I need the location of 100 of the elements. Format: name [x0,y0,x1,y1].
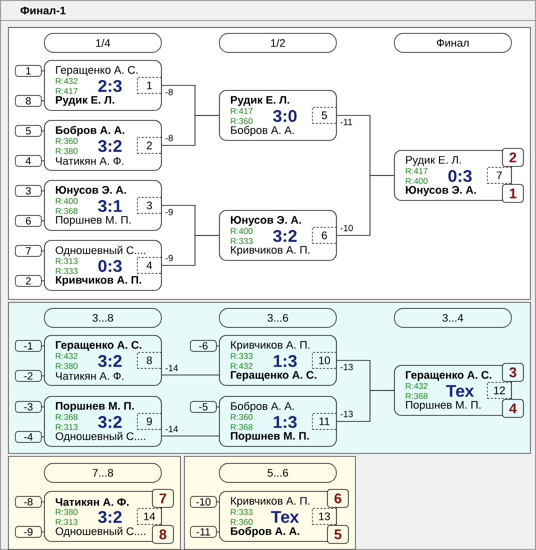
connector-line [41,130,44,132]
connector-line [216,531,220,532]
place-box: 1 [502,184,524,203]
player-name: Поршнев М. П. [406,401,480,411]
connector-line [41,190,44,192]
rating: R:432 [56,353,78,359]
score: 3:2 [98,510,122,524]
rating: R:313 [56,519,78,525]
score: 0:3 [448,170,472,182]
player-name: Поршнев М. П. [56,216,130,226]
match-number-box: 9 [137,413,162,430]
score: Тех [271,511,299,523]
seed-box: -8 [15,496,42,508]
place-box: 4 [502,399,524,418]
player-name: Кривчиков А. П. [231,497,310,507]
seed-box: -5 [190,401,217,413]
place-box: 2 [502,148,524,167]
rating: R:360 [230,118,253,124]
connector-line [216,406,220,408]
match-number-box: 14 [137,508,162,525]
title: Финал-1 [20,6,66,14]
match-number-box: 7 [486,167,512,184]
connector-line [41,375,44,376]
loser-slot-label: -8 [166,134,173,142]
round-header: Финал [394,33,512,53]
score: 3:2 [98,416,122,428]
seed-box: -11 [190,526,217,538]
score: 3:1 [98,200,122,212]
rating: R:313 [56,424,78,430]
connector-line [41,100,44,102]
connector-line [41,160,44,162]
rating: R:417 [230,108,252,114]
rating: R:333 [230,509,252,515]
rating: R:360 [56,138,78,144]
place-box: 3 [502,363,524,382]
seed-box: -3 [15,401,42,413]
score: 1:3 [274,416,297,428]
connector-line [41,250,44,252]
player-name: Геращенко А. С. [230,371,316,381]
connector-line [41,436,44,438]
place-box: 8 [152,525,174,544]
player-name: Поршнев М. П. [230,432,309,442]
connector-line [41,220,44,222]
player-name: Бобров А. А. [231,126,294,136]
player-name: Бобров А. А. [230,526,300,538]
seed-box: 6 [15,215,42,227]
connector-line [161,115,220,146]
player-name: Чатикян А. Ф. [56,372,124,380]
connector-line [41,70,44,72]
player-name: Рудик Е. Л. [56,96,114,106]
loser-slot-label: -11 [340,118,352,126]
match-number-box: 2 [137,137,162,154]
rating: R:333 [230,353,252,359]
match-number-box: 10 [312,352,337,369]
match-number-box: 3 [137,197,162,214]
rating: R:333 [56,268,78,274]
player-name: Кривчиков А. П. [231,341,310,351]
rating: R:380 [56,509,78,515]
loser-slot-label: -8 [166,88,173,96]
player-name: Рудик Е. Л. [406,156,461,166]
round-header: 3...4 [394,308,512,328]
seed-box: 8 [15,95,42,107]
player-name: Поршнев М. П. [56,402,134,412]
player-name: Геращенко А. С. [56,66,138,76]
connector-line [161,374,220,376]
player-name: Одношевный С.... [56,432,146,442]
round-header: 1/2 [219,33,337,53]
player-name: Кривчиков А. П. [56,276,142,286]
match-number-box: 13 [312,508,337,525]
player-name: Бобров А. А. [231,402,294,412]
score: 3:0 [273,110,297,122]
loser-slot-label: -9 [166,254,173,262]
score: Тех [446,385,474,397]
player-name: Юнусов Э. А. [406,186,476,196]
seed-box: 4 [15,155,42,167]
connector-line [161,235,220,266]
seed-box: 2 [15,275,42,287]
round-header: 3...8 [44,308,162,328]
loser-slot-label: -10 [340,224,353,232]
match-number-box: 12 [486,382,512,399]
player-name: Рудик Е. Л. [230,96,290,106]
round-header: 5...6 [219,463,337,483]
rating: R:380 [56,148,78,154]
connector-line [41,406,44,408]
seed-box: 5 [15,125,42,137]
score: 1:3 [274,354,297,368]
score: 3:2 [98,354,122,368]
rating: R:432 [230,363,252,369]
place-box: 6 [327,489,349,508]
rating: R:333 [230,238,252,244]
rating: R:368 [56,208,78,214]
score: 0:3 [98,260,122,272]
rating: R:400 [406,178,428,184]
connector-line [41,501,44,502]
connector-line [216,501,220,502]
loser-slot-label: -14 [166,426,178,432]
rating: R:417 [56,88,78,94]
seed-box: 1 [15,65,42,77]
score: 2:3 [98,80,122,92]
place-box: 5 [327,525,349,544]
